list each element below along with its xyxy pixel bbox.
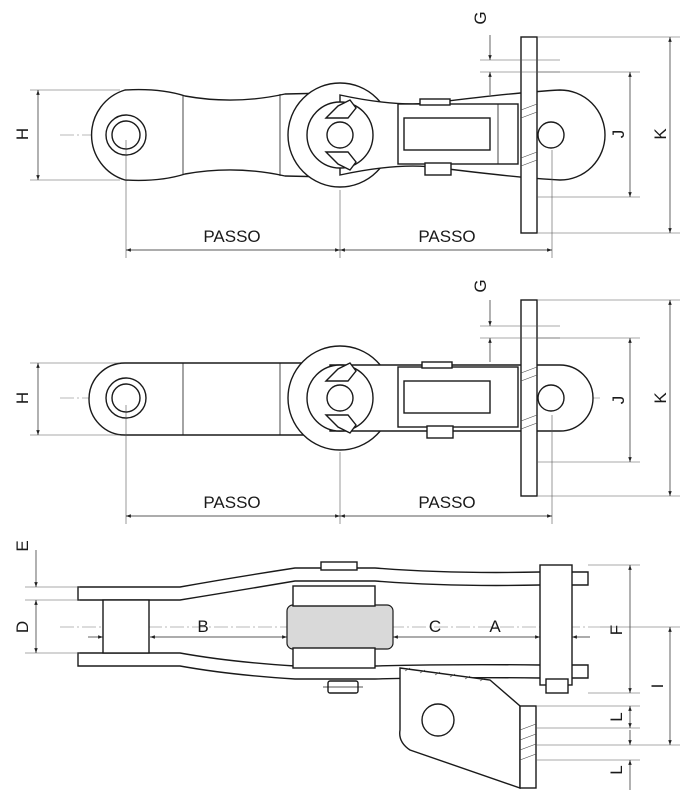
label-passo-4: PASSO: [418, 493, 475, 512]
label-b: B: [197, 617, 208, 636]
label-h-mid: H: [13, 392, 32, 404]
wing-nut: [324, 99, 357, 171]
chain-link-straight-left: [88, 362, 331, 436]
label-f: F: [607, 625, 626, 635]
side-roller: [286, 604, 394, 650]
label-k-top: K: [651, 128, 670, 140]
view-top-straight: H PASSO PASSO G J K: [13, 279, 680, 524]
label-passo-1: PASSO: [203, 227, 260, 246]
label-j-mid: J: [609, 396, 628, 405]
label-l-lower: L: [607, 765, 626, 774]
label-g-mid: G: [471, 279, 490, 292]
scraper-bracket: [399, 667, 521, 789]
label-i: I: [648, 684, 667, 689]
label-e: E: [13, 540, 32, 551]
label-passo-3: PASSO: [203, 493, 260, 512]
label-d: D: [13, 621, 32, 633]
upper-link-plate: [77, 567, 589, 601]
label-c: C: [429, 617, 441, 636]
chain-link-left: [90, 88, 331, 182]
label-g-top: G: [471, 11, 490, 24]
label-passo-2: PASSO: [418, 227, 475, 246]
label-j-top: J: [609, 130, 628, 139]
view-top-bent: H PASSO PASSO G J K: [13, 11, 680, 258]
view-side: E D B C A F I L L: [13, 540, 680, 790]
scraper-plate: [520, 36, 538, 234]
label-l-upper: L: [607, 712, 626, 721]
wing-nut-straight: [324, 362, 357, 434]
label-h-top: H: [13, 128, 32, 140]
scraper-plate-straight: [520, 299, 538, 497]
label-k-mid: K: [651, 392, 670, 404]
label-a: A: [489, 617, 501, 636]
